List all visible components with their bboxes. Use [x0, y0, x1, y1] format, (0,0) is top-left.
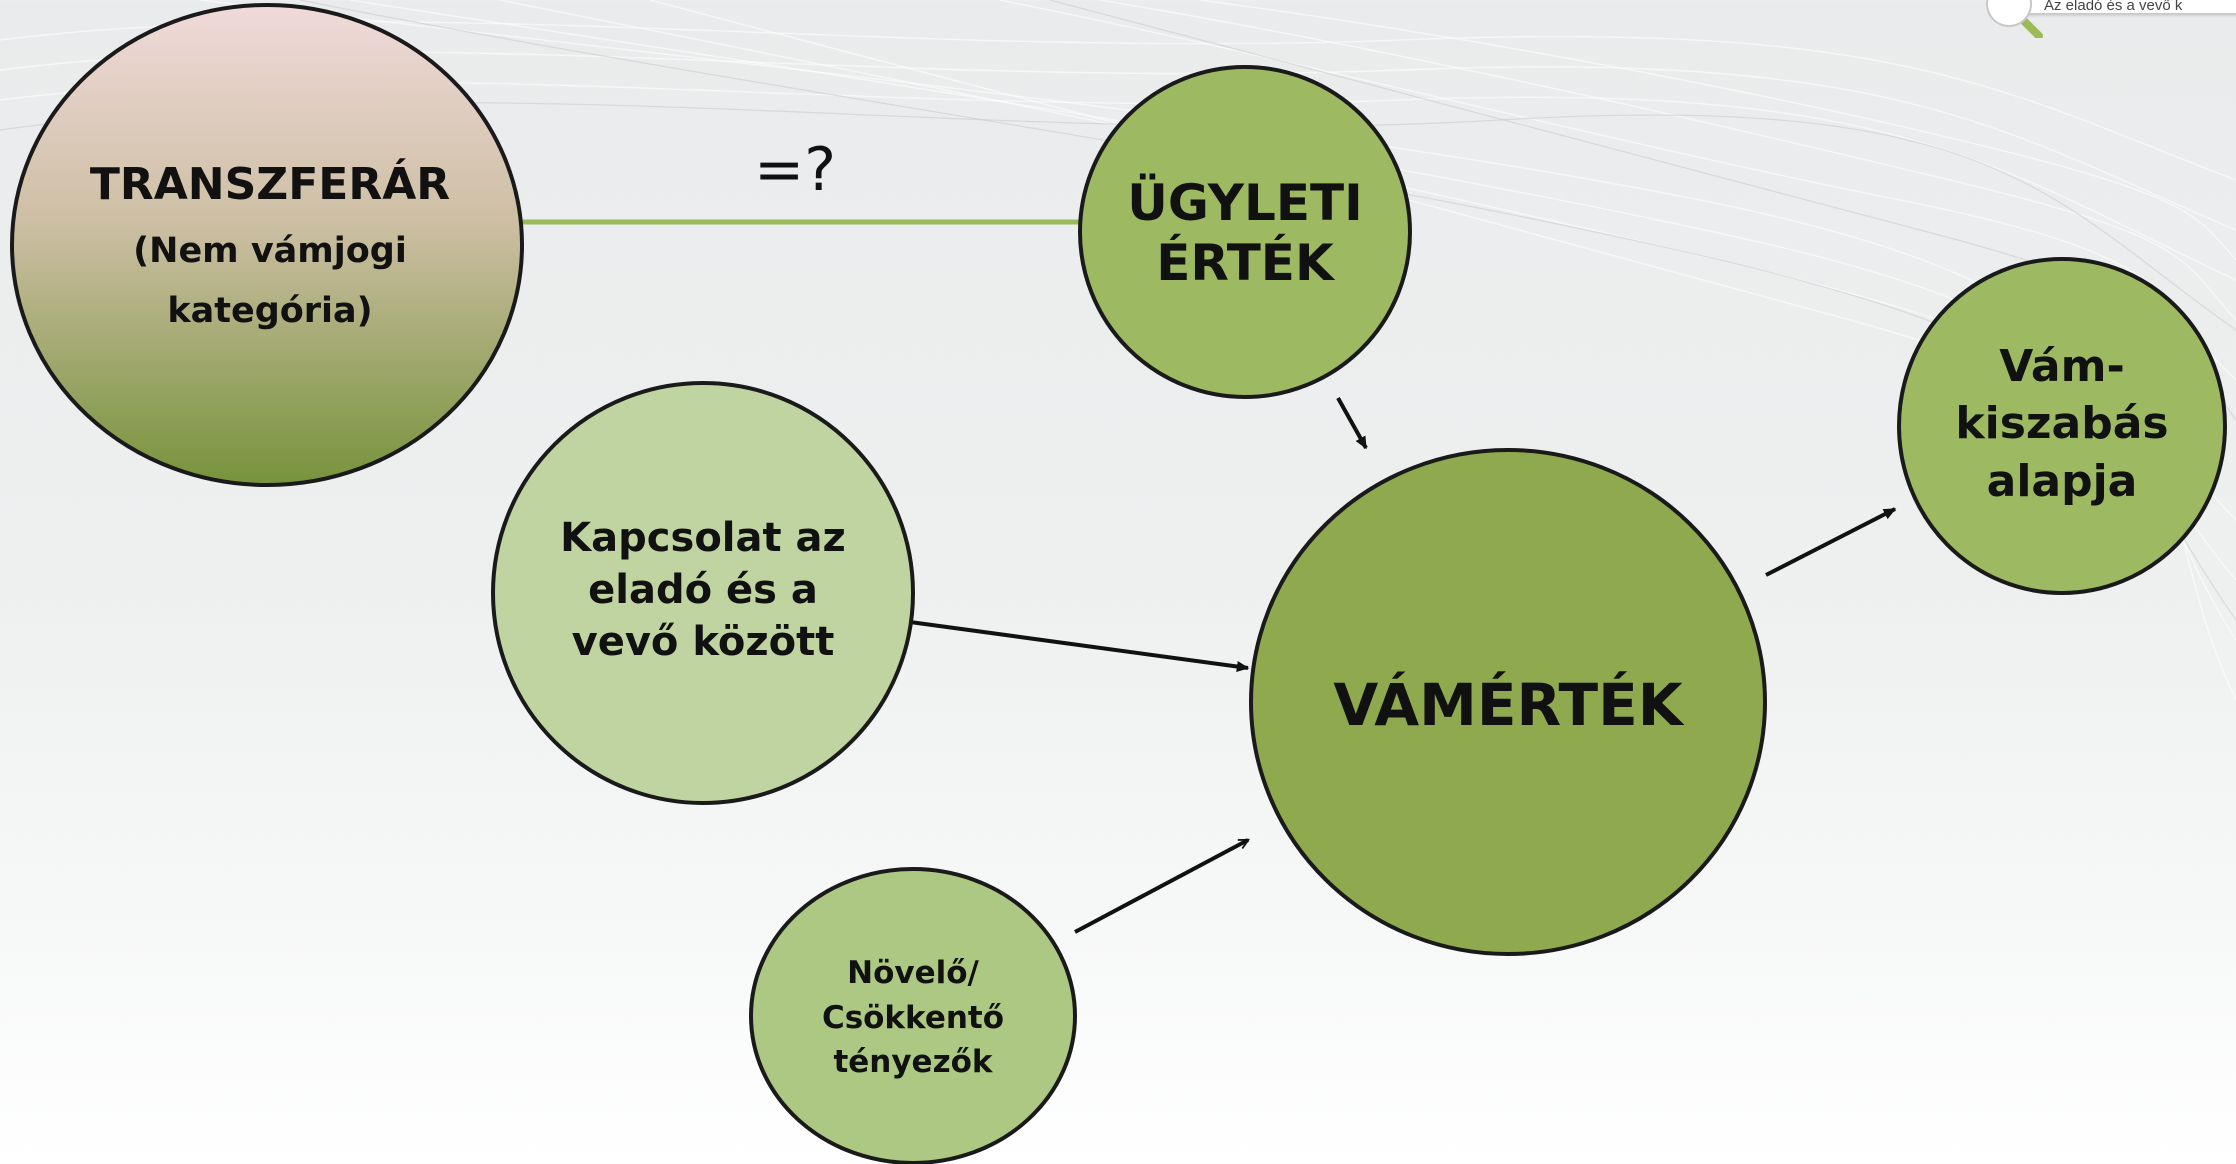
kapcsolat-circle: [491, 381, 915, 805]
vamkiszabas-line3: alapja: [1986, 455, 2138, 507]
transzferar-circle: [10, 3, 524, 487]
novelo-line3: tényezők: [833, 1044, 993, 1081]
transzferar-label: TRANSZFERÁR (Nem vámjogi kategória): [60, 140, 480, 350]
novelo-circle: [749, 867, 1077, 1164]
novelo-line2: Csökkentő: [821, 999, 1005, 1036]
arrow-ugyleti-to-vamertek: [1336, 397, 1368, 450]
arrow-kapcsolat-to-vamertek: [909, 620, 1250, 673]
kapcsolat-line3: vevő között: [571, 619, 835, 665]
vamertek-circle: [1249, 448, 1767, 956]
arrow-novelo-to-vamertek: [1074, 838, 1248, 934]
ugyleti-ertek-circle: [1078, 65, 1412, 399]
ugyleti-line2: ÉRTÉK: [1156, 233, 1334, 292]
ugyleti-ertek-label: ÜGYLETI ÉRTÉK: [1100, 165, 1390, 300]
vamkiszabas-line2: kiszabás: [1955, 398, 2169, 450]
novelo-line1: Növelő/: [847, 954, 979, 991]
transzferar-title: TRANSZFERÁR: [89, 158, 451, 210]
search-panel[interactable]: Az eladó és a vevő k: [2023, 0, 2236, 14]
arrow-vamertek-to-vamkiszabas: [1765, 507, 1897, 577]
kapcsolat-label: Kapcsolat az eladó és a vevő között: [523, 510, 883, 670]
search-widget[interactable]: Az eladó és a vevő k: [1983, 0, 2236, 38]
magnifier-icon[interactable]: [1983, 0, 2043, 38]
vamkiszabas-label: Vám- kiszabás alapja: [1920, 334, 2204, 514]
kapcsolat-line1: Kapcsolat az: [560, 515, 846, 561]
search-widget-text: Az eladó és a vevő k: [2044, 0, 2183, 14]
vamertek-label: VÁMÉRTÉK: [1333, 671, 1683, 739]
transzferar-subtitle-line1: (Nem vámjogi: [133, 230, 407, 271]
ugyleti-line1: ÜGYLETI: [1127, 173, 1363, 232]
transzferar-subtitle-line2: kategória): [167, 291, 373, 331]
connector-label: =?: [753, 135, 837, 205]
vamkiszabas-line1: Vám-: [1999, 341, 2125, 393]
vamkiszabas-circle: [1897, 257, 2227, 595]
kapcsolat-line2: eladó és a: [588, 567, 818, 613]
novelo-label: Növelő/ Csökkentő tényezők: [790, 948, 1036, 1088]
